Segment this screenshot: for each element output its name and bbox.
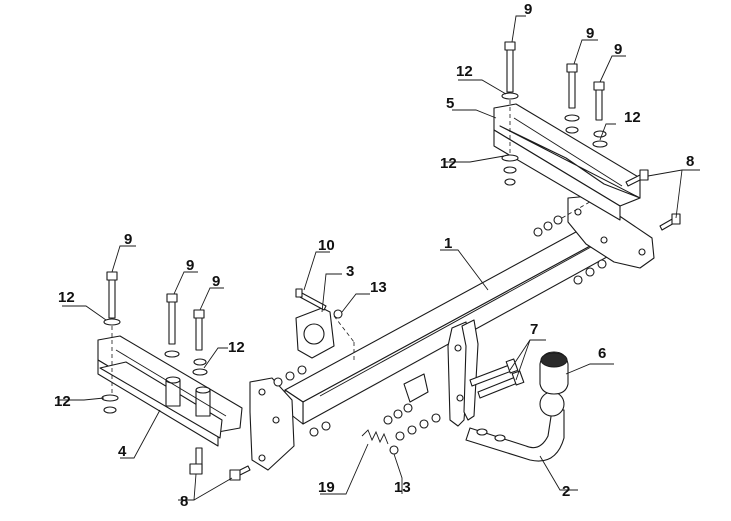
callout-9-left-3: 9 — [212, 273, 220, 290]
ball-neck — [465, 391, 565, 462]
left-bracket-bolts — [101, 271, 208, 414]
left-side-bolts — [189, 447, 251, 481]
callout-3: 3 — [346, 263, 354, 280]
callout-13-bottom: 13 — [394, 479, 411, 496]
left-side-bracket — [97, 335, 243, 447]
right-side-bolts — [625, 169, 681, 231]
callout-8-left: 8 — [180, 493, 188, 510]
callout-labels: 1 2 3 4 5 6 7 8 8 9 9 9 9 9 9 10 12 12 1… — [54, 1, 694, 510]
callout-9-left-2: 9 — [186, 257, 194, 274]
callout-12-left-top: 12 — [58, 289, 75, 306]
callout-7: 7 — [530, 321, 538, 338]
callout-9-right-1: 9 — [524, 1, 532, 18]
left-end-plate — [249, 377, 295, 471]
callout-5: 5 — [446, 95, 454, 112]
right-side-bracket — [493, 103, 641, 221]
callout-12-right-mid: 12 — [624, 109, 641, 126]
center-fasteners — [383, 403, 441, 441]
socket-bracket-plate — [403, 373, 429, 403]
callout-12-left-mid: 12 — [228, 339, 245, 356]
right-end-plate — [567, 195, 655, 269]
callout-2: 2 — [562, 483, 570, 500]
ball-cover — [539, 351, 569, 395]
callout-9-left-1: 9 — [124, 231, 132, 248]
spring-and-nut — [361, 429, 399, 455]
callout-8-right: 8 — [686, 153, 694, 170]
right-beam-fasteners — [533, 195, 607, 285]
callout-19: 19 — [318, 479, 335, 496]
ball-mount-bracket — [447, 319, 479, 427]
callout-leaders — [58, 15, 700, 501]
left-beam-fasteners — [273, 365, 331, 437]
socket-bolt — [295, 288, 343, 319]
callout-12-right-top: 12 — [456, 63, 473, 80]
callout-12-right-low: 12 — [440, 155, 457, 172]
callout-6: 6 — [598, 345, 606, 362]
callout-13-top: 13 — [370, 279, 387, 296]
socket-bracket — [295, 307, 355, 360]
callout-4: 4 — [118, 443, 127, 460]
callout-1: 1 — [444, 235, 452, 252]
callout-9-right-3: 9 — [614, 41, 622, 58]
callout-10: 10 — [318, 237, 335, 254]
callout-12-left-low: 12 — [54, 393, 71, 410]
callout-9-right-2: 9 — [586, 25, 594, 42]
ball-mount-bolts — [469, 358, 525, 399]
